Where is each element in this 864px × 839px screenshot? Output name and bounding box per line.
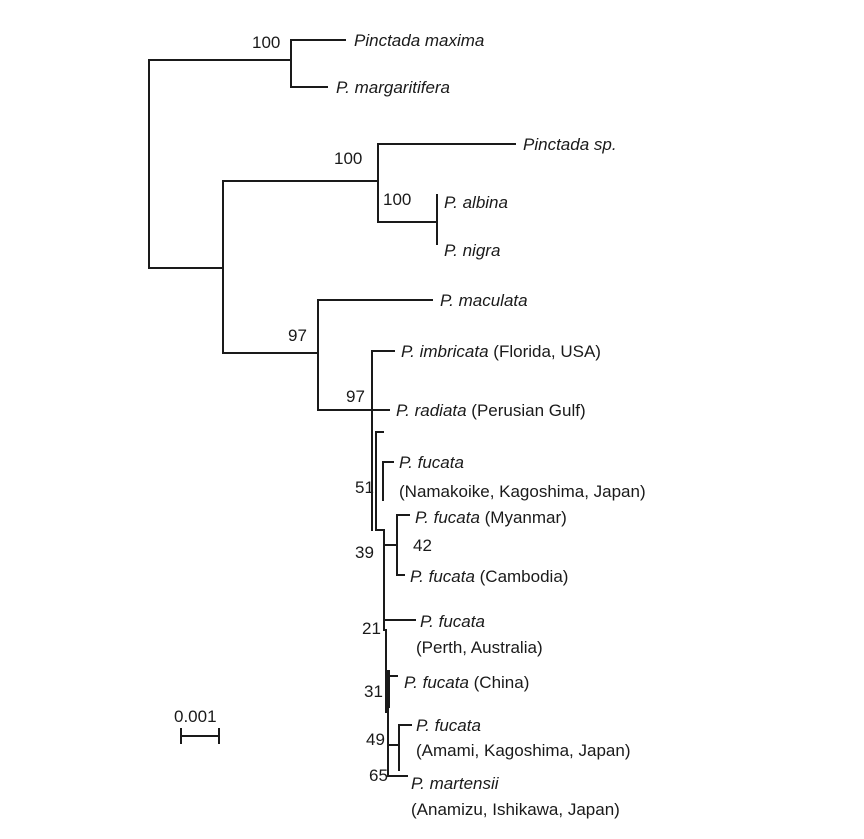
taxon-p-albina: P. albina xyxy=(444,193,508,212)
bootstrap-value: 97 xyxy=(288,326,307,345)
scale-bar: 0.001 xyxy=(174,707,220,744)
taxon-p-fucata-myanmar: P. fucata (Myanmar) xyxy=(415,508,567,527)
bootstrap-value: 65 xyxy=(369,766,388,785)
bootstrap-value: 100 xyxy=(383,190,411,209)
taxon-p-martensii-locality: (Anamizu, Ishikawa, Japan) xyxy=(411,800,620,819)
bootstrap-value: 49 xyxy=(366,730,385,749)
taxon-p-margaritifera: P. margaritifera xyxy=(336,78,450,97)
bootstrap-value: 100 xyxy=(334,149,362,168)
taxon-pinctada-sp: Pinctada sp. xyxy=(523,135,617,154)
bootstrap-value: 21 xyxy=(362,619,381,638)
bootstrap-value: 51 xyxy=(355,478,374,497)
taxon-p-martensii: P. martensii xyxy=(411,774,500,793)
taxon-pinctada-maxima: Pinctada maxima xyxy=(354,31,484,50)
taxon-p-fucata-perth: P. fucata xyxy=(420,612,485,631)
bootstrap-value: 42 xyxy=(413,536,432,555)
taxon-p-maculata: P. maculata xyxy=(440,291,528,310)
scale-bar-label: 0.001 xyxy=(174,707,217,726)
taxon-p-radiata: P. radiata (Perusian Gulf) xyxy=(396,401,586,420)
taxon-p-fucata-amami-locality: (Amami, Kagoshima, Japan) xyxy=(416,741,630,760)
bootstrap-value: 97 xyxy=(346,387,365,406)
taxon-p-fucata-cambodia: P. fucata (Cambodia) xyxy=(410,567,568,586)
taxon-p-fucata-perth-locality: (Perth, Australia) xyxy=(416,638,543,657)
taxon-p-fucata-namakoike-locality: (Namakoike, Kagoshima, Japan) xyxy=(399,482,646,501)
taxon-p-fucata-namakoike: P. fucata xyxy=(399,453,464,472)
taxon-p-nigra: P. nigra xyxy=(444,241,500,260)
bootstrap-value: 100 xyxy=(252,33,280,52)
tree-branches xyxy=(148,39,516,777)
taxon-p-imbricata: P. imbricata (Florida, USA) xyxy=(401,342,601,361)
taxon-p-fucata-china: P. fucata (China) xyxy=(404,673,529,692)
bootstrap-value: 31 xyxy=(364,682,383,701)
bootstrap-value: 39 xyxy=(355,543,374,562)
taxon-p-fucata-amami: P. fucata xyxy=(416,716,481,735)
